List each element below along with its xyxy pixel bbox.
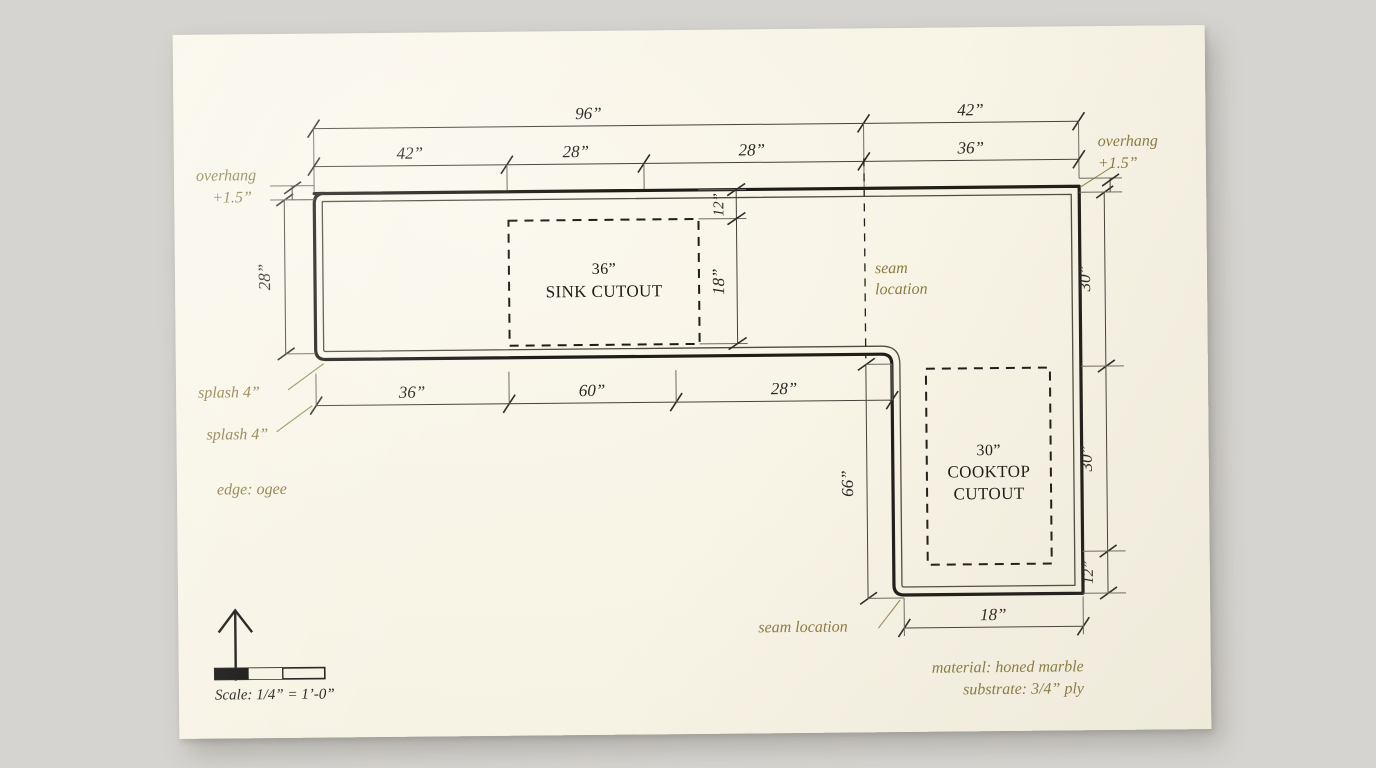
sink-cutout-label: SINK CUTOUT <box>546 281 663 301</box>
dim-top-chain-3: 28” <box>738 140 765 159</box>
substrate-note: substrate: 3/4” ply <box>963 680 1085 698</box>
dim-left-28: 28” <box>255 264 274 291</box>
dim-bottom-60: 60” <box>579 381 606 400</box>
seam-note-bottom: seam location <box>758 619 847 637</box>
dim-right-30-top: 30” <box>1075 265 1094 293</box>
material-notes: material: honed marble substrate: 3/4” p… <box>932 658 1085 698</box>
top-overall-dimension-row: 96” 42” <box>306 100 1086 194</box>
dim-top-42-right: 42” <box>957 100 984 119</box>
overhang-right-label: overhang <box>1098 133 1158 151</box>
scale-label: Scale: 1/4” = 1’-0” <box>215 686 335 703</box>
seam-line-upper: seam location <box>863 158 928 359</box>
dim-top-chain-1: 42” <box>396 144 423 163</box>
countertop-edge-profile <box>321 193 1076 588</box>
bottom-right-dimension: 18” <box>897 596 1090 638</box>
splash-annotations: splash 4” splash 4” <box>198 363 325 444</box>
drawing-canvas: 96” 42” 42” 28” 28” 36” <box>196 100 1158 703</box>
right-chain-dimension: 30” 30” 12” <box>1075 185 1127 600</box>
overhang-left-value: +1.5” <box>212 189 252 206</box>
drop-dimension: 66” <box>838 357 905 606</box>
left-depth-dimension: 28” <box>255 193 316 361</box>
material-note: material: honed marble <box>932 658 1084 676</box>
seam-note-line2: location <box>875 281 928 299</box>
scale-bar <box>213 666 326 681</box>
splash-note-2: splash 4” <box>206 426 268 444</box>
dim-sink-12: 12” <box>711 193 727 216</box>
dim-top-chain-4: 36” <box>956 138 984 157</box>
top-chain-dimension-row: 42” 28” 28” 36” <box>307 138 1086 192</box>
dim-bottom-28: 28” <box>771 379 798 398</box>
edge-profile-note: edge: ogee <box>217 481 287 499</box>
countertop-outline <box>312 184 1085 597</box>
cooktop-cutout-label-1: COOKTOP <box>947 462 1030 482</box>
overhang-left-annotation: overhang +1.5” <box>196 167 315 207</box>
splash-note-1: splash 4” <box>198 384 260 402</box>
cooktop-cutout-size: 30” <box>976 442 1000 459</box>
dim-sink-18: 18” <box>709 268 728 295</box>
overhang-left-label: overhang <box>196 167 256 185</box>
sink-cutout: 36” SINK CUTOUT <box>507 217 701 347</box>
sink-offset-dimensions: 12” 18” <box>698 182 748 351</box>
dim-top-96: 96” <box>575 104 602 123</box>
drawing-sheet: 96” 42” 42” 28” 28” 36” <box>172 25 1212 739</box>
overhang-right-value: +1.5” <box>1098 155 1138 172</box>
sink-cutout-size: 36” <box>592 261 616 278</box>
overhang-right-annotation: overhang +1.5” <box>1079 133 1158 192</box>
seam-note-line1: seam <box>875 260 908 277</box>
dim-right-12: 12” <box>1081 560 1097 583</box>
cooktop-cutout: 30” COOKTOP CUTOUT <box>924 366 1053 566</box>
dim-right-30-mid: 30” <box>1077 445 1096 473</box>
seam-annotation-bottom: seam location <box>758 599 901 637</box>
dim-bottom-36: 36” <box>398 383 426 402</box>
bottom-chain-dimension: 36” 60” 28” <box>309 364 899 416</box>
dim-top-chain-2: 28” <box>562 142 589 161</box>
cooktop-cutout-label-2: CUTOUT <box>953 484 1024 504</box>
dim-drop-66: 66” <box>838 470 857 497</box>
dim-bottom-right-18: 18” <box>980 605 1007 624</box>
